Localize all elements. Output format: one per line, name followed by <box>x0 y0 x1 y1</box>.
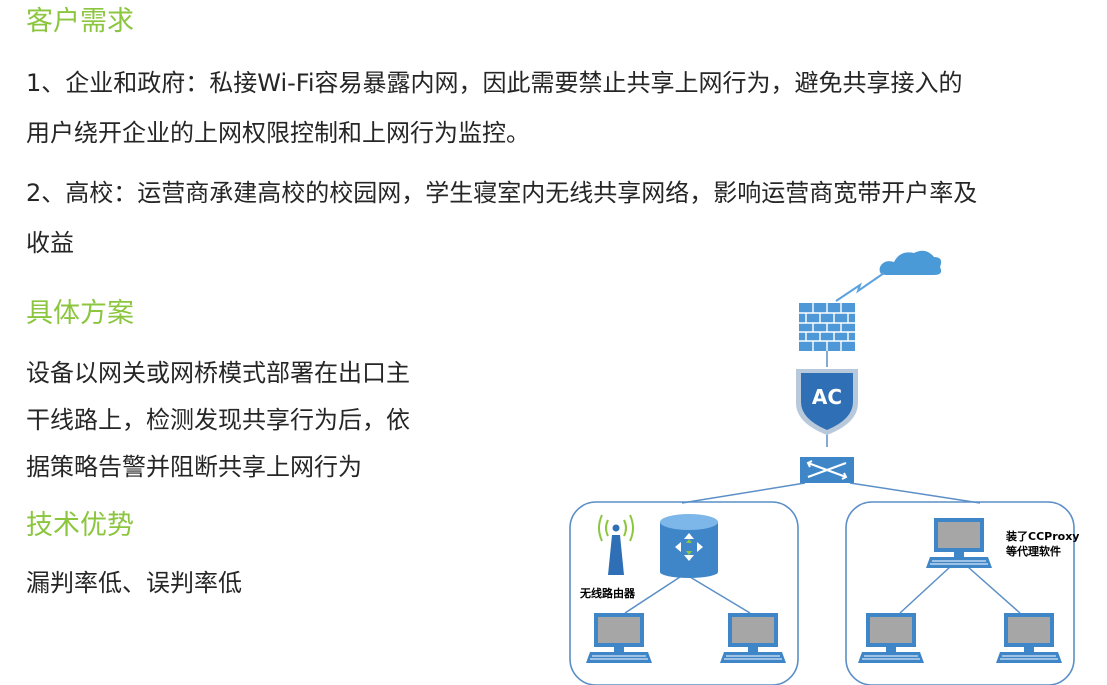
heading-technical-advantage: 技术优势 <box>26 510 134 541</box>
firewall-icon <box>799 303 855 351</box>
heading-customer-requirements: 客户需求 <box>26 6 134 37</box>
proxy-label-line1: 装了CCProxy <box>1005 529 1079 543</box>
requirement-1-line2: 用户绕开企业的上网权限控制和上网行为监控。 <box>26 119 530 147</box>
right-network-group <box>845 501 1075 685</box>
computer-icon-left-1 <box>586 613 652 663</box>
wireless-antenna-icon <box>598 514 634 575</box>
connection-lines <box>624 350 1021 614</box>
wireless-router-icon <box>660 514 718 578</box>
solution-line-3: 据策略告警并阻断共享上网行为 <box>26 453 362 481</box>
computer-icon-right-2 <box>996 613 1062 663</box>
proxy-label-line2: 等代理软件 <box>1005 544 1061 558</box>
computer-icon-left-2 <box>720 613 786 663</box>
requirement-1-line1: 1、企业和政府：私接Wi-Fi容易暴露内网，因此需要禁止共享上网行为，避免共享接… <box>26 69 963 97</box>
advantage-text: 漏判率低、误判率低 <box>26 569 242 597</box>
solution-line-1: 设备以网关或网桥模式部署在出口主 <box>26 359 410 387</box>
heading-solution: 具体方案 <box>26 298 134 329</box>
network-topology-diagram: AC <box>569 250 1079 685</box>
internet-cloud-icon <box>879 250 942 275</box>
wireless-router-label: 无线路由器 <box>579 586 636 600</box>
ac-shield-icon: AC <box>796 369 858 435</box>
requirement-2-line2: 收益 <box>26 229 74 257</box>
left-network-group <box>569 501 799 685</box>
lightning-link-icon <box>835 272 885 302</box>
solution-line-2: 干线路上，检测发现共享行为后，依 <box>26 406 410 434</box>
computer-icon-right-1 <box>858 613 924 663</box>
requirement-2-line1: 2、高校：运营商承建高校的校园网，学生寝室内无线共享网络，影响运营商宽带开户率及 <box>26 179 978 207</box>
proxy-computer-icon <box>926 518 992 568</box>
ac-label: AC <box>812 385 842 409</box>
switch-icon <box>800 457 854 483</box>
